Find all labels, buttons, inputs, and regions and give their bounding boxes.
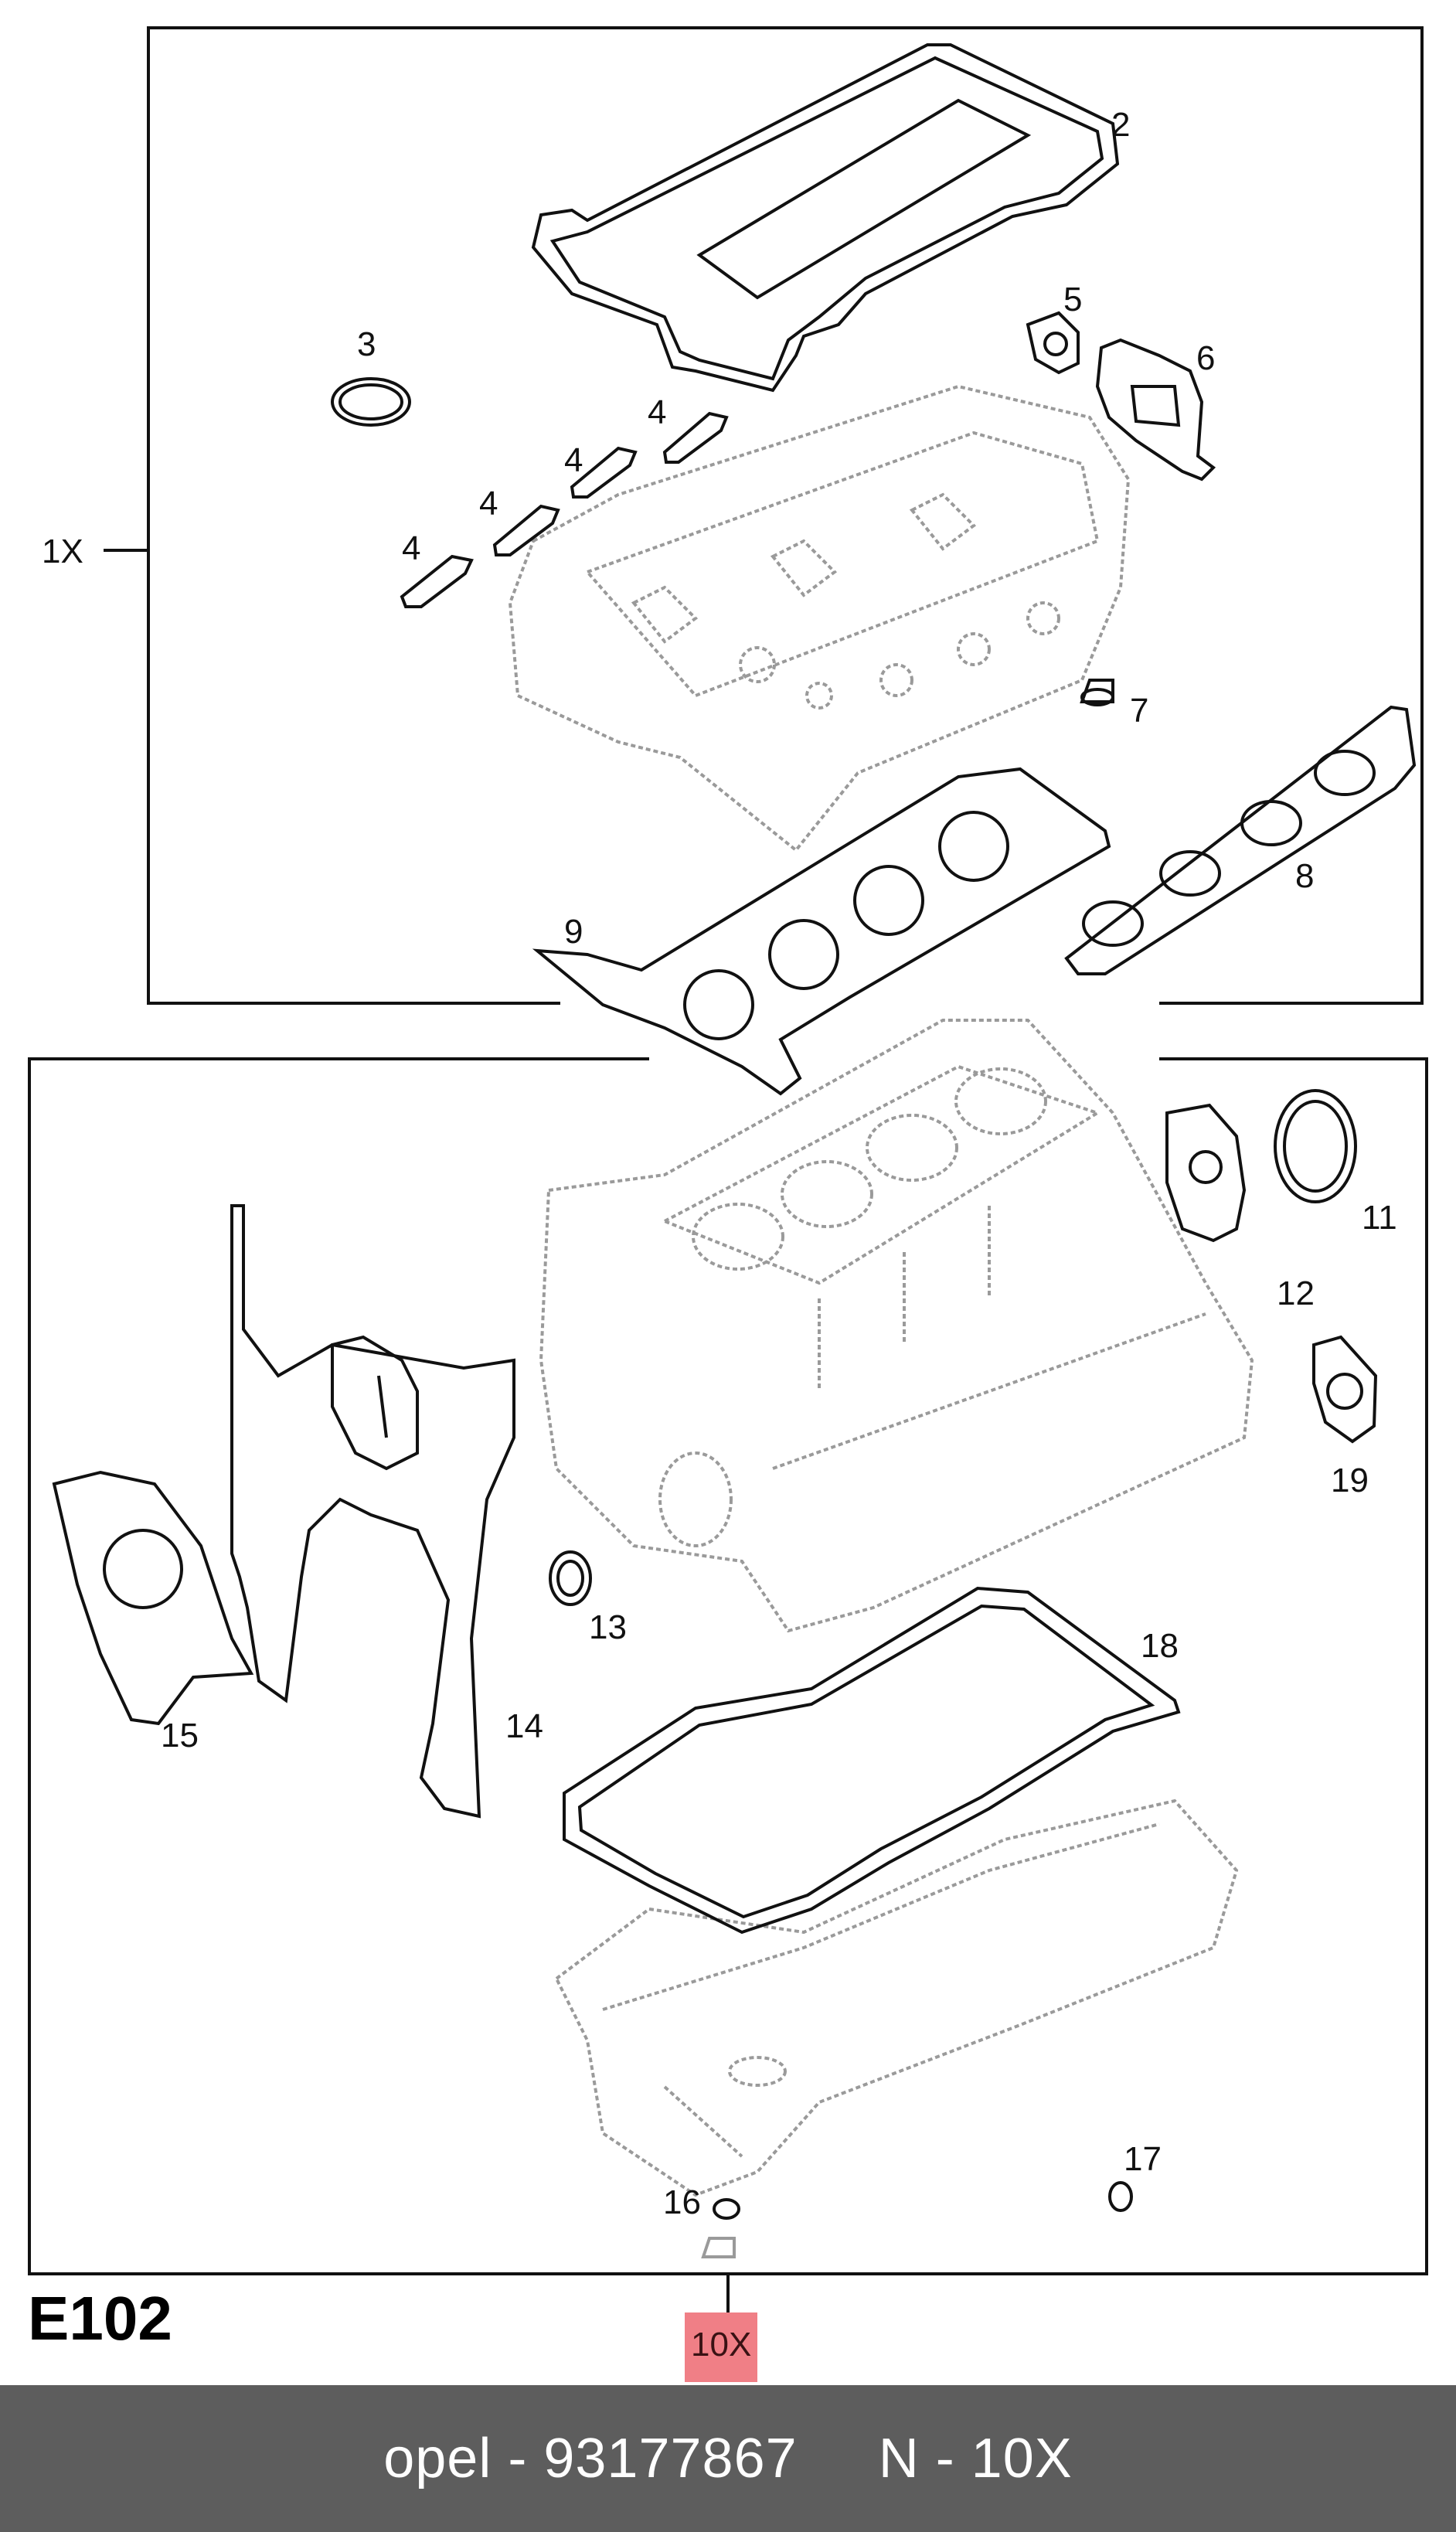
- callout-11: 11: [1362, 1199, 1397, 1237]
- part-3-ring-seal: [331, 377, 411, 427]
- engine-block-ghost: [539, 1019, 1254, 1633]
- part-5-small-gasket: [1026, 311, 1080, 375]
- part-4-injector-seals: [400, 411, 729, 608]
- callout-5: 5: [1063, 281, 1083, 318]
- oil-pan-ghost: [554, 1799, 1239, 2197]
- drain-plug: [701, 2237, 736, 2258]
- upper-box-frame: [147, 26, 1424, 1005]
- callout-15: 15: [161, 1717, 199, 1754]
- cylinder-head-ghost: [508, 384, 1131, 853]
- part-11-rear-seal: [1274, 1089, 1357, 1203]
- callout-4-d: 4: [402, 529, 421, 567]
- upper-box-qty: 1X: [42, 533, 83, 570]
- callout-3: 3: [357, 325, 376, 363]
- part-19-gasket: [1312, 1335, 1378, 1444]
- callout-17: 17: [1124, 2140, 1162, 2178]
- callout-7: 7: [1130, 692, 1149, 730]
- lower-box-qty: 10X: [691, 2326, 752, 2364]
- part-15-water-pump-gasket: [52, 1470, 254, 1726]
- callout-4-b: 4: [564, 441, 583, 479]
- callout-14: 14: [505, 1707, 543, 1745]
- part-13-crank-seal: [549, 1550, 592, 1606]
- callout-9: 9: [564, 913, 583, 951]
- part-17-o-ring: [1108, 2181, 1133, 2212]
- callout-13: 13: [589, 1608, 627, 1646]
- callout-19: 19: [1331, 1462, 1369, 1499]
- part-7-plug: [1080, 679, 1114, 706]
- callout-8: 8: [1295, 857, 1315, 895]
- part-9-head-gasket: [532, 767, 1111, 1096]
- callout-6: 6: [1196, 339, 1216, 377]
- footer-bar: opel - 93177867 N - 10X: [0, 2385, 1456, 2532]
- footer-part-number: opel - 93177867 N - 10X: [383, 2428, 1073, 2489]
- part-18-oil-pan-gasket: [563, 1586, 1181, 1935]
- callout-2: 2: [1111, 106, 1131, 144]
- callout-18: 18: [1141, 1627, 1179, 1665]
- part-14-timing-cover-gasket: [230, 1204, 515, 1819]
- part-16-o-ring: [713, 2198, 740, 2220]
- part-6-gasket: [1095, 338, 1216, 482]
- part-12-gasket: [1165, 1103, 1247, 1243]
- qty-highlight: [685, 2312, 757, 2382]
- lower-box-frame: [28, 1057, 1428, 2275]
- part-8-exhaust-gasket: [1064, 705, 1417, 975]
- part-2-valve-cover-gasket: [531, 43, 1120, 393]
- callout-16: 16: [663, 2183, 701, 2221]
- callout-4-a: 4: [648, 393, 667, 431]
- callout-4-c: 4: [479, 485, 498, 522]
- callout-12: 12: [1277, 1275, 1315, 1312]
- diagram-code: E102: [28, 2284, 172, 2353]
